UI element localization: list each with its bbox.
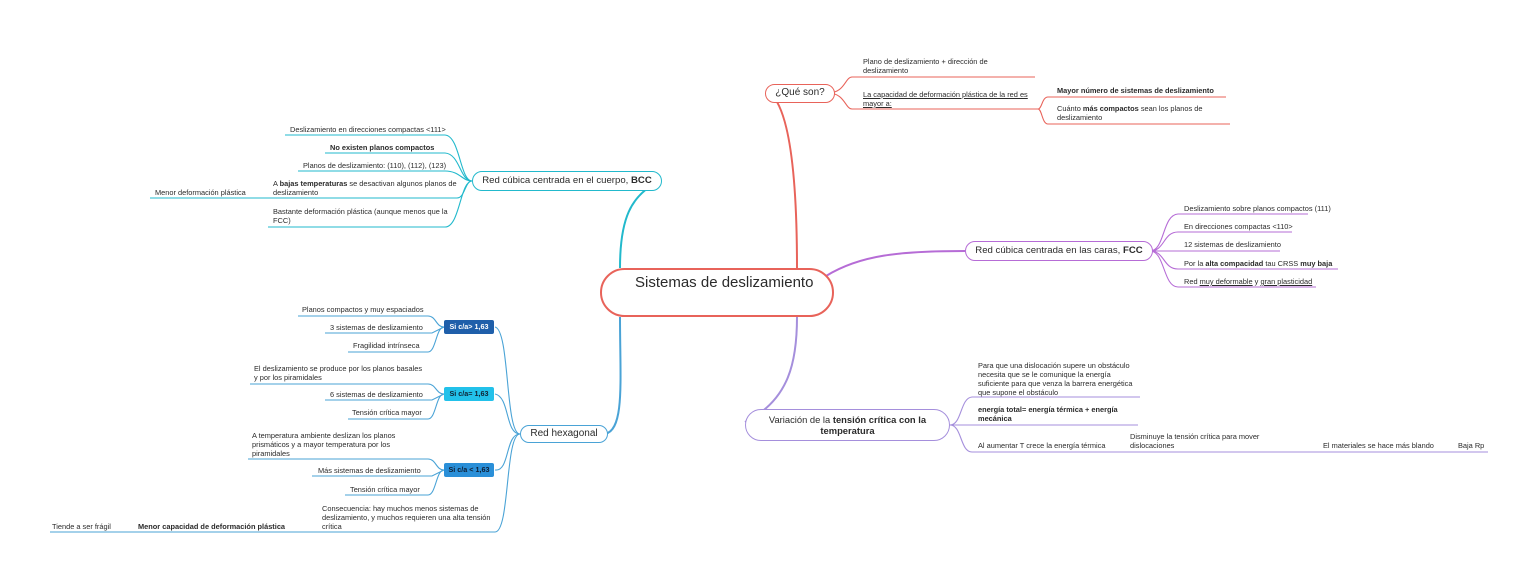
bcc-item-menor-deformacion: Menor deformación plástica <box>155 188 246 197</box>
topic-bcc[interactable]: Red cúbica centrada en el cuerpo, BCC <box>472 171 662 191</box>
topic-que-son-label: ¿Qué son? <box>775 87 825 98</box>
hex-g1-planos: Planos compactos y muy espaciados <box>302 305 424 314</box>
topic-temperatura[interactable]: Variación de la tensión crítica con la t… <box>745 409 950 441</box>
temp-item-dislocacion: Para que una dislocación supere un obstá… <box>978 361 1133 397</box>
hex-consequence-menor-capacidad: Menor capacidad de deformación plástica <box>138 522 286 531</box>
temp-item-disminuye-tension: Disminuye la tensión crítica para mover … <box>1130 432 1260 450</box>
hex-condition-menor[interactable]: Si c/a < 1,63 <box>444 463 494 477</box>
temp-item-mas-blando: El materiales se hace más blando <box>1323 441 1434 450</box>
temp-item-energia-total: energía total= energía térmica + energía… <box>978 405 1118 423</box>
que-son-item-definition: Plano de deslizamiento + dirección de de… <box>863 57 988 75</box>
hex-condition-mayor[interactable]: Si c/a> 1,63 <box>444 320 494 334</box>
hex-g2-sistemas: 6 sistemas de deslizamiento <box>330 390 423 399</box>
que-son-sub-mayor-numero: Mayor número de sistemas de deslizamient… <box>1057 86 1214 95</box>
central-topic-label: Sistemas de deslizamiento <box>635 274 814 291</box>
temp-item-baja-rp: Baja Rp <box>1458 441 1485 450</box>
bcc-item-bajas-temperaturas: A bajas temperaturas se desactivan algun… <box>273 179 457 197</box>
fcc-item-planos-compactos: Deslizamiento sobre planos compactos (11… <box>1184 204 1331 213</box>
topic-fcc[interactable]: Red cúbica centrada en las caras, FCC <box>965 241 1153 261</box>
hex-consequence-fragil: Tiende a ser frágil <box>52 522 111 531</box>
hex-g1-fragilidad: Fragilidad intrínseca <box>353 341 420 350</box>
bcc-item-no-planos: No existen planos compactos <box>330 143 435 152</box>
que-son-item-capacidad: La capacidad de deformación plástica de … <box>863 90 1028 108</box>
hex-g1-sistemas: 3 sistemas de deslizamiento <box>330 323 423 332</box>
fcc-item-direcciones: En direcciones compactas <110> <box>1184 222 1293 231</box>
que-son-sub-compactos: Cuánto más compactos sean los planos de … <box>1057 104 1203 122</box>
hex-consequence: Consecuencia: hay muchos menos sistemas … <box>322 504 491 531</box>
temp-item-aumentar-t: Al aumentar T crece la energía térmica <box>978 441 1106 450</box>
fcc-item-alta-compacidad: Por la alta compacidad tau CRSS muy baja <box>1184 259 1333 268</box>
fcc-item-red-deformable: Red muy deformable y gran plasticidad <box>1184 277 1313 286</box>
bcc-item-bastante-deformacion: Bastante deformación plástica (aunque me… <box>273 207 448 225</box>
bcc-item-planos: Planos de deslizamiento: (110), (112), (… <box>303 161 447 170</box>
hex-g2-deslizamiento: El deslizamiento se produce por los plan… <box>254 364 423 382</box>
hex-g3-tension: Tensión crítica mayor <box>350 485 420 494</box>
hex-g3-temperatura: A temperatura ambiente deslizan los plan… <box>252 431 396 458</box>
bcc-item-direcciones: Deslizamiento en direcciones compactas <… <box>290 125 446 134</box>
topic-que-son[interactable]: ¿Qué son? <box>765 84 835 103</box>
hex-g2-tension: Tensión crítica mayor <box>352 408 422 417</box>
hex-g3-sistemas: Más sistemas de deslizamiento <box>318 466 421 475</box>
central-topic[interactable]: Sistemas de deslizamiento <box>600 268 834 317</box>
topic-hexagonal[interactable]: Red hexagonal <box>520 425 608 443</box>
fcc-item-12-sistemas: 12 sistemas de deslizamiento <box>1184 240 1281 249</box>
hex-condition-igual[interactable]: Si c/a= 1,63 <box>444 387 494 401</box>
